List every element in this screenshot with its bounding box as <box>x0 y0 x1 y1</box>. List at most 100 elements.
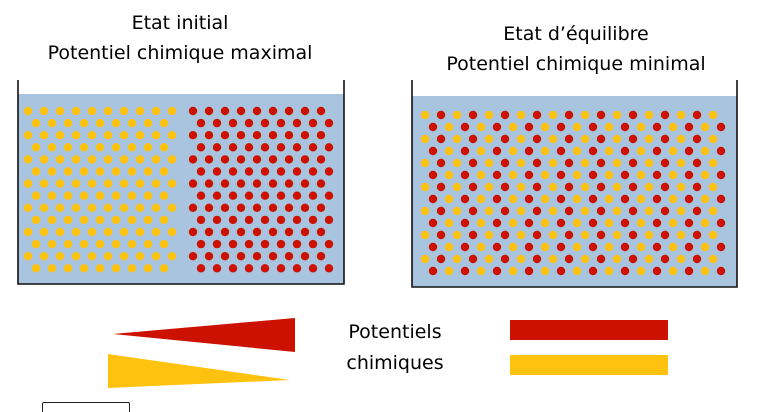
red-particle <box>228 191 238 200</box>
red-particle <box>500 110 510 120</box>
yellow-particle <box>668 194 678 204</box>
red-particle <box>212 215 222 225</box>
yellow-particle <box>159 215 169 225</box>
yellow-particle <box>644 158 654 168</box>
yellow-particle <box>420 206 430 216</box>
yellow-particle <box>644 182 654 192</box>
yellow-particle <box>63 264 73 273</box>
red-particle <box>588 194 598 204</box>
yellow-particle <box>127 143 137 152</box>
red-particle <box>564 182 574 192</box>
yellow-particle <box>540 170 550 180</box>
red-particle <box>500 134 510 144</box>
yellow-particle <box>119 131 129 140</box>
yellow-particle <box>612 158 622 168</box>
yellow-particle <box>484 158 494 168</box>
red-particle <box>188 106 198 116</box>
red-particle <box>660 110 670 120</box>
red-particle <box>468 230 478 240</box>
yellow-particle <box>676 110 686 120</box>
equilibrium-state-container <box>411 80 738 288</box>
yellow-particle <box>604 194 614 204</box>
yellow-particle <box>135 131 145 140</box>
yellow-particle <box>151 252 161 261</box>
yellow-particle <box>708 158 718 168</box>
yellow-particle <box>644 230 654 240</box>
red-particle <box>532 158 542 168</box>
initial-state-title-line2: Potentiel chimique maximal <box>47 42 313 64</box>
red-potential-wedge <box>113 318 295 352</box>
red-particle <box>324 167 334 176</box>
red-particle <box>436 206 446 216</box>
yellow-particle <box>676 230 686 240</box>
red-particle <box>692 206 702 216</box>
yellow-particle <box>452 182 462 192</box>
red-particle <box>284 106 294 116</box>
red-particle <box>300 252 310 261</box>
red-particle <box>308 143 318 152</box>
yellow-particle <box>508 266 518 276</box>
red-particle <box>284 252 294 261</box>
yellow-particle <box>668 242 678 252</box>
red-particle <box>660 158 670 168</box>
red-particle <box>212 191 222 200</box>
red-particle <box>428 194 438 204</box>
red-particle <box>204 155 214 164</box>
yellow-particle <box>604 266 614 276</box>
yellow-particle <box>95 118 105 128</box>
red-particle <box>652 266 662 276</box>
yellow-particle <box>508 194 518 204</box>
yellow-particle <box>612 230 622 240</box>
yellow-particle <box>636 218 646 228</box>
legend-label-line1: Potentiels <box>348 321 442 343</box>
yellow-particle <box>452 134 462 144</box>
yellow-particle <box>508 122 518 132</box>
yellow-particle <box>572 170 582 180</box>
yellow-particle <box>604 146 614 156</box>
yellow-particle <box>95 167 105 176</box>
red-particle <box>428 218 438 228</box>
yellow-particle <box>47 239 57 249</box>
red-particle <box>492 242 502 252</box>
legend-label-line2: chimiques <box>346 352 444 374</box>
red-particle <box>220 131 230 140</box>
yellow-particle <box>71 106 81 116</box>
red-particle <box>284 131 294 140</box>
red-particle <box>652 170 662 180</box>
red-particle <box>428 266 438 276</box>
red-particle <box>292 191 302 200</box>
red-particle <box>684 266 694 276</box>
red-particle <box>292 118 302 128</box>
red-particle <box>220 179 230 188</box>
yellow-particle <box>700 218 710 228</box>
equilibrium-state-container-walls <box>411 80 738 288</box>
yellow-particle <box>420 182 430 192</box>
yellow-particle <box>103 203 113 212</box>
yellow-particle <box>23 203 33 212</box>
yellow-particle <box>452 230 462 240</box>
yellow-particle <box>676 134 686 144</box>
yellow-particle <box>700 170 710 180</box>
yellow-particle <box>516 254 526 264</box>
red-particle <box>692 254 702 264</box>
yellow-particle <box>111 264 121 273</box>
yellow-particle <box>111 239 121 249</box>
red-particle <box>460 170 470 180</box>
yellow-particle <box>580 134 590 144</box>
yellow-particle <box>63 167 73 176</box>
yellow-particle <box>87 227 97 237</box>
yellow-particle <box>55 106 65 116</box>
red-potential-bar <box>510 320 668 340</box>
yellow-particle <box>572 266 582 276</box>
yellow-particle <box>119 106 129 116</box>
red-particle <box>252 106 262 116</box>
yellow-particle <box>516 182 526 192</box>
red-particle <box>588 266 598 276</box>
yellow-particle <box>668 170 678 180</box>
red-particle <box>284 155 294 164</box>
yellow-particle <box>39 252 49 261</box>
red-particle <box>284 179 294 188</box>
red-particle <box>212 167 222 176</box>
yellow-particle <box>580 158 590 168</box>
red-particle <box>324 143 334 152</box>
